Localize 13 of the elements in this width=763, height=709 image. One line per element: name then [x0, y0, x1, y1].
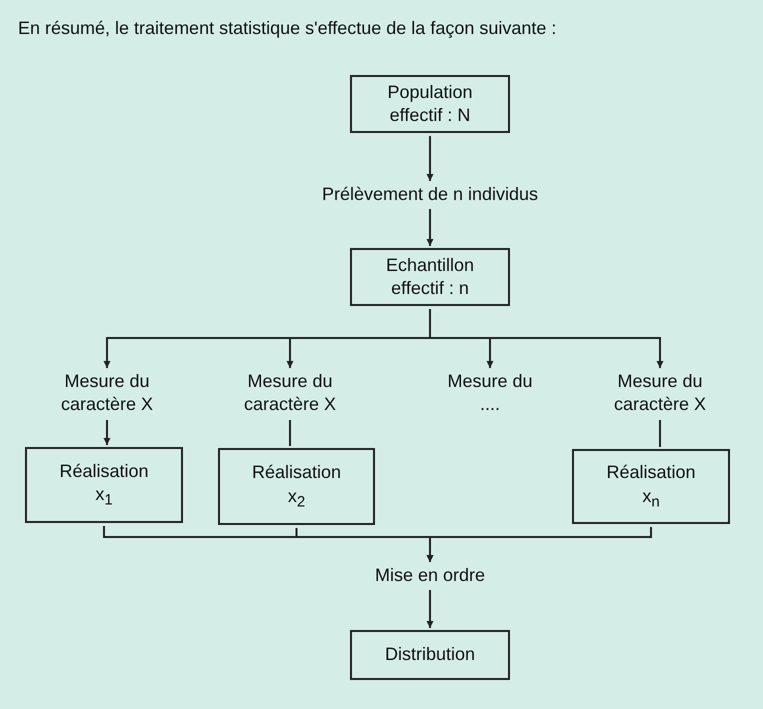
result-box [25, 447, 183, 523]
connector-arrow [429, 309, 664, 368]
connector-arrow [426, 527, 652, 562]
process-box [350, 248, 510, 306]
result-box [572, 449, 730, 524]
connector-arrow [426, 136, 434, 181]
connector-arrow [426, 209, 434, 246]
connector-arrow [426, 590, 434, 628]
connector-arrow [104, 420, 110, 445]
process-box [350, 630, 510, 680]
diagram-title: En résumé, le traitement statistique s'effectue de la façon suivante : [18, 18, 556, 39]
process-box [350, 75, 510, 133]
result-box [218, 448, 375, 525]
